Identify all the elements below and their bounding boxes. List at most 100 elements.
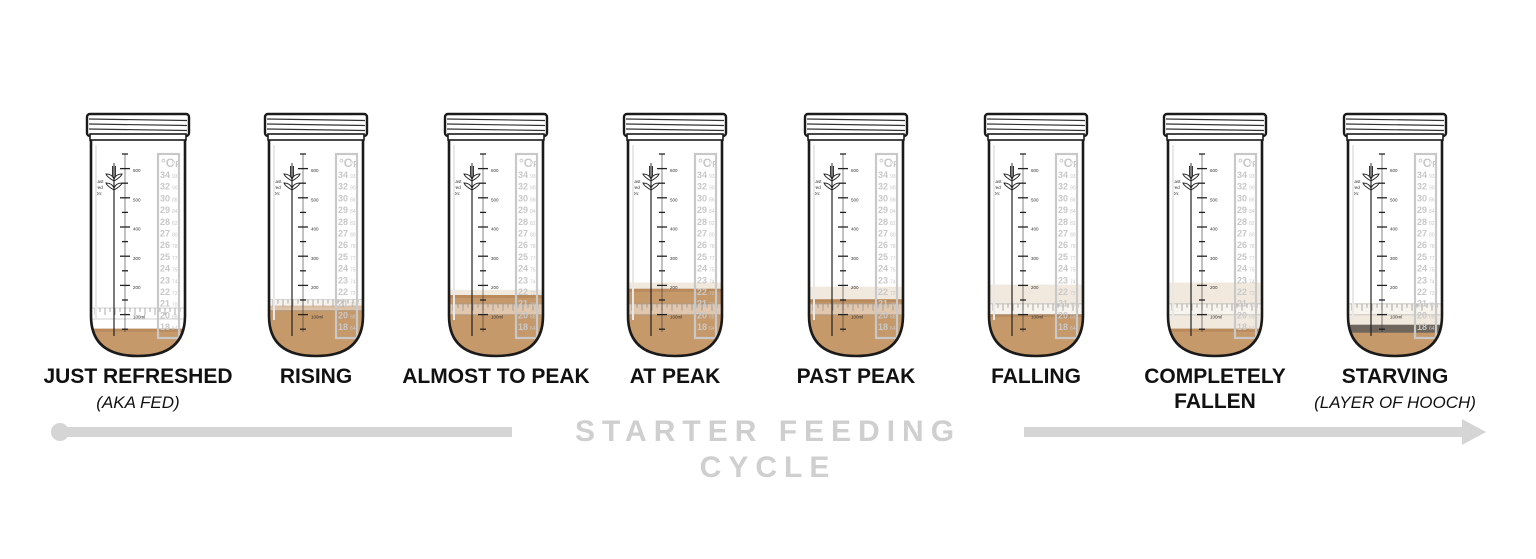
temp-c-value: 23 bbox=[1237, 275, 1247, 285]
hooch-layer bbox=[1348, 324, 1442, 333]
plant-icon bbox=[470, 163, 474, 177]
temp-f-value: 84 bbox=[709, 209, 715, 215]
temp-f-value: 78 bbox=[1070, 244, 1076, 250]
temp-c-value: 28 bbox=[1417, 217, 1427, 227]
temp-c-value: 25 bbox=[697, 252, 707, 262]
temp-c-value: 22 bbox=[1058, 287, 1068, 297]
temp-c-value: 29 bbox=[160, 205, 170, 215]
temp-f-value: 70 bbox=[1249, 303, 1255, 309]
temp-f-value: 84 bbox=[1070, 209, 1076, 215]
temp-f-value: 90 bbox=[1070, 186, 1076, 192]
ml-mark-label: 300 bbox=[851, 256, 859, 261]
temp-c-value: 18 bbox=[1058, 322, 1068, 332]
temp-c-value: 20 bbox=[1058, 310, 1068, 320]
leaf-icon bbox=[463, 182, 481, 191]
lid-thread bbox=[446, 118, 546, 122]
lid-thread bbox=[266, 123, 366, 127]
temp-c-value: 26 bbox=[338, 240, 348, 250]
lid-rim bbox=[447, 133, 545, 141]
temp-f-value: 82 bbox=[890, 221, 896, 227]
plant-icon bbox=[1189, 163, 1193, 177]
temp-f-value: 77 bbox=[350, 256, 356, 262]
temp-f-value: 68 bbox=[890, 314, 896, 320]
arrow-head-icon bbox=[1462, 419, 1486, 445]
celsius-unit: °C bbox=[1418, 156, 1432, 170]
temp-f-value: 80 bbox=[890, 233, 896, 239]
starter-fill bbox=[809, 299, 903, 356]
plant-icon bbox=[830, 163, 834, 177]
temp-c-value: 27 bbox=[518, 229, 528, 239]
jar-contents bbox=[1168, 282, 1262, 356]
temp-c-value: 34 bbox=[878, 170, 888, 180]
leaf-icon bbox=[283, 182, 301, 191]
leaf-icon bbox=[105, 173, 123, 182]
temp-f-value: 84 bbox=[350, 209, 356, 215]
foam-layer bbox=[1168, 282, 1262, 331]
last-fed-label: Last bbox=[993, 179, 1002, 184]
temp-c-value: 32 bbox=[1417, 182, 1427, 192]
last-fed-label: Fed bbox=[1352, 185, 1360, 190]
leaf-icon bbox=[823, 182, 841, 191]
temp-c-value: 28 bbox=[338, 217, 348, 227]
temp-f-value: 74 bbox=[350, 279, 356, 285]
jar-contents bbox=[1348, 303, 1442, 356]
temp-c-value: 34 bbox=[697, 170, 707, 180]
ml-mark-label: 400 bbox=[670, 227, 678, 232]
lid-thread bbox=[806, 118, 906, 122]
foam-layer bbox=[449, 289, 543, 298]
lid-thread bbox=[1165, 128, 1265, 132]
last-fed-label: Fed bbox=[1172, 185, 1180, 190]
temp-c-value: 34 bbox=[338, 170, 348, 180]
temp-c-value: 18 bbox=[1237, 322, 1247, 332]
jar-outline bbox=[987, 134, 1085, 358]
temp-f-value: 77 bbox=[709, 256, 715, 262]
temp-c-value: 29 bbox=[878, 205, 888, 215]
temp-c-value: 29 bbox=[1417, 205, 1427, 215]
fahrenheit-unit: °F bbox=[1429, 160, 1437, 169]
jar-outline bbox=[267, 134, 365, 358]
temp-f-value: 84 bbox=[530, 209, 536, 215]
temp-c-value: 28 bbox=[160, 217, 170, 227]
temp-f-value: 70 bbox=[172, 303, 178, 309]
temp-c-value: 27 bbox=[338, 229, 348, 239]
temp-f-value: 75 bbox=[350, 268, 356, 274]
last-fed-label: On: bbox=[632, 191, 639, 196]
temp-c-value: 26 bbox=[518, 240, 528, 250]
temp-f-value: 64 bbox=[1249, 326, 1255, 332]
temp-c-value: 21 bbox=[878, 299, 888, 309]
temp-f-value: 72 bbox=[1249, 291, 1255, 297]
temp-f-value: 75 bbox=[709, 268, 715, 274]
temp-c-value: 23 bbox=[338, 275, 348, 285]
temp-f-value: 70 bbox=[709, 303, 715, 309]
temp-c-value: 18 bbox=[338, 322, 348, 332]
ml-mark-label: 300 bbox=[1031, 256, 1039, 261]
temp-c-value: 25 bbox=[1058, 252, 1068, 262]
temp-f-value: 84 bbox=[1429, 209, 1435, 215]
temp-c-value: 23 bbox=[878, 275, 888, 285]
fahrenheit-unit: °F bbox=[530, 160, 538, 169]
temp-f-value: 74 bbox=[1249, 279, 1255, 285]
temp-f-value: 64 bbox=[709, 326, 715, 332]
temp-c-value: 22 bbox=[878, 287, 888, 297]
ml-mark-label: 200 bbox=[1210, 285, 1218, 290]
temp-c-value: 25 bbox=[878, 252, 888, 262]
temp-f-value: 82 bbox=[1429, 221, 1435, 227]
temp-c-value: 29 bbox=[697, 205, 707, 215]
temp-f-value: 75 bbox=[172, 268, 178, 274]
last-fed-label: Fed bbox=[95, 185, 103, 190]
ml-mark-label: 100ml bbox=[311, 315, 323, 320]
fahrenheit-unit: °F bbox=[350, 160, 358, 169]
jar-contents bbox=[628, 282, 722, 356]
temp-f-value: 93 bbox=[890, 174, 896, 180]
ml-mark-label: 300 bbox=[1210, 256, 1218, 261]
temp-f-value: 64 bbox=[350, 326, 356, 332]
temp-f-value: 80 bbox=[1249, 233, 1255, 239]
last-fed-label: Last bbox=[453, 179, 462, 184]
temp-c-value: 21 bbox=[1237, 299, 1247, 309]
temp-f-value: 72 bbox=[709, 291, 715, 297]
temp-f-value: 90 bbox=[1429, 186, 1435, 192]
temp-c-value: 21 bbox=[1417, 299, 1427, 309]
temp-f-value: 74 bbox=[530, 279, 536, 285]
fahrenheit-unit: °F bbox=[172, 160, 180, 169]
